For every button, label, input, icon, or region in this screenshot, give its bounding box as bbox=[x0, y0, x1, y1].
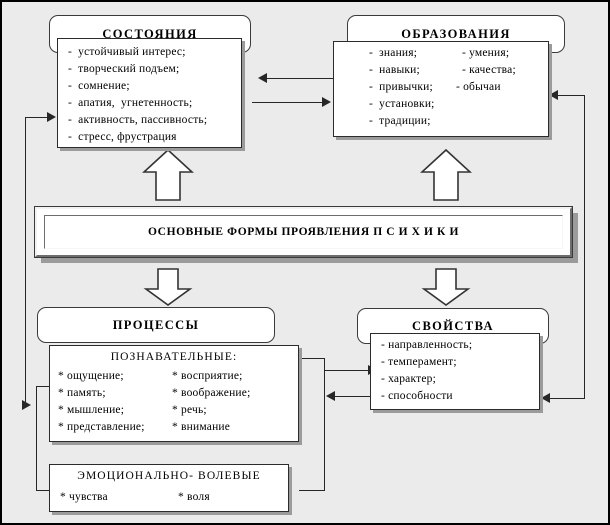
connector-left-vertical bbox=[25, 117, 26, 405]
formations-col2-item-1: - качества; bbox=[462, 64, 516, 76]
arrowhead-left-bottom bbox=[22, 400, 31, 410]
properties-item-1: - темперамент; bbox=[381, 356, 457, 368]
block-arrow-down-right bbox=[420, 267, 472, 307]
cognitive-col2-item-3: * внимание bbox=[172, 421, 231, 433]
bracket-left-top bbox=[36, 386, 58, 387]
bracket-right-vertical bbox=[324, 358, 325, 490]
block-arrow-up-left bbox=[142, 148, 194, 202]
states-item-0: - устойчивый интерес; bbox=[68, 46, 186, 58]
bracket-right-top bbox=[299, 358, 325, 359]
cognitive-col1-item-3: * представление; bbox=[58, 421, 145, 433]
connector-formations-to-states bbox=[267, 78, 335, 79]
arrowhead-to-states-top bbox=[258, 73, 267, 83]
box-properties: - направленность; - темперамент; - харак… bbox=[370, 333, 540, 410]
emotional-col1: * чувства bbox=[60, 491, 108, 503]
arrowhead-to-states-left bbox=[47, 112, 56, 122]
formations-col1-item-0: - знания; bbox=[369, 47, 418, 59]
properties-item-0: - направленность; bbox=[381, 339, 473, 351]
states-item-3: - апатия, угнетенность; bbox=[68, 97, 193, 109]
header-properties-label: СВОЙСТВА bbox=[412, 318, 494, 333]
emotional-title: ЭМОЦИОНАЛЬНО- ВОЛЕВЫЕ bbox=[77, 470, 261, 482]
box-states: - устойчивый интерес; - творческий подъе… bbox=[57, 38, 242, 148]
cognitive-col1-item-0: * ощущение; bbox=[58, 370, 124, 382]
cognitive-col2-item-2: * речь; bbox=[172, 404, 207, 416]
arrowhead-to-formations-right bbox=[549, 90, 558, 100]
block-arrow-down-left bbox=[142, 267, 194, 307]
bracket-left-vertical bbox=[36, 386, 37, 490]
header-states-label: СОСТОЯНИЯ bbox=[102, 26, 198, 41]
cognitive-title: ПОЗНАВАТЕЛЬНЫЕ: bbox=[110, 351, 238, 363]
arrowhead-to-processes-right bbox=[326, 391, 335, 401]
formations-col1-item-2: - привычки; bbox=[369, 81, 433, 93]
connector-left-top-horizontal bbox=[25, 117, 51, 118]
bracket-left-bottom bbox=[36, 490, 58, 491]
states-item-2: - сомнение; bbox=[68, 80, 130, 92]
bracket-right-bottom bbox=[299, 490, 325, 491]
connector-right-vertical bbox=[584, 95, 585, 398]
formations-col1-item-4: - традиции; bbox=[369, 115, 431, 127]
connector-states-to-formations bbox=[252, 102, 322, 103]
formations-col2-item-2: - обычаи bbox=[456, 81, 501, 93]
properties-item-2: - характер; bbox=[381, 373, 436, 385]
cognitive-col1-item-1: * память; bbox=[58, 387, 106, 399]
box-formations: - знания; - навыки; - привычки; - устано… bbox=[333, 41, 549, 137]
states-item-1: - творческий подъем; bbox=[68, 63, 180, 75]
formations-col1-item-3: - установки; bbox=[369, 98, 435, 110]
states-item-4: - активность, пассивность; bbox=[68, 114, 208, 126]
formations-col2-item-0: - умения; bbox=[462, 47, 510, 59]
header-processes-label: ПРОЦЕССЫ bbox=[112, 317, 200, 332]
cognitive-col1-item-2: * мышление; bbox=[58, 404, 125, 416]
cognitive-col2-item-0: * восприятие; bbox=[172, 370, 243, 382]
states-item-5: - стресс, фрустрация bbox=[68, 131, 177, 143]
connector-processes-to-properties bbox=[324, 370, 372, 371]
center-banner-bevel: ОСНОВНЫЕ ФОРМЫ ПРОЯВЛЕНИЯ П С И Х И К И bbox=[44, 215, 563, 249]
center-banner-label: ОСНОВНЫЕ ФОРМЫ ПРОЯВЛЕНИЯ П С И Х И К И bbox=[147, 226, 460, 238]
arrowhead-to-formations-top bbox=[322, 97, 331, 107]
connector-properties-to-processes bbox=[335, 396, 379, 397]
connector-right-bottom-horizontal bbox=[550, 398, 585, 399]
properties-item-3: - способности bbox=[381, 390, 453, 402]
connector-right-top-horizontal bbox=[558, 95, 585, 96]
box-emotional-volitional: ЭМОЦИОНАЛЬНО- ВОЛЕВЫЕ * чувства * воля bbox=[49, 464, 289, 512]
box-cognitive-processes: ПОЗНАВАТЕЛЬНЫЕ: * ощущение; * память; * … bbox=[49, 345, 299, 442]
arrowhead-to-properties-right bbox=[541, 393, 550, 403]
header-processes: ПРОЦЕССЫ bbox=[37, 307, 275, 343]
cognitive-col2-item-1: * воображение; bbox=[172, 387, 251, 399]
emotional-col2: * воля bbox=[178, 491, 210, 503]
center-banner: ОСНОВНЫЕ ФОРМЫ ПРОЯВЛЕНИЯ П С И Х И К И bbox=[34, 206, 573, 258]
formations-col1-item-1: - навыки; bbox=[369, 64, 420, 76]
block-arrow-up-right bbox=[420, 148, 472, 202]
header-formations-label: ОБРАЗОВАНИЯ bbox=[401, 26, 511, 41]
